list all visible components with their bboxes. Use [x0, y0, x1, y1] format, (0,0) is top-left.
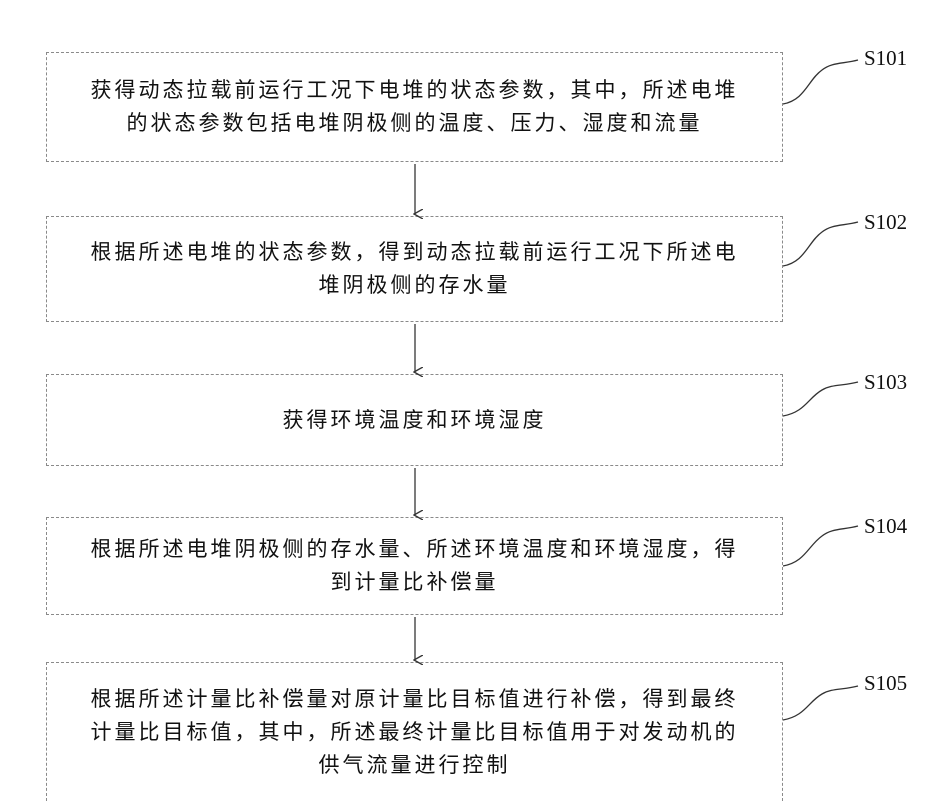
- leader-s105: [783, 686, 858, 720]
- leader-s103: [783, 382, 858, 416]
- leader-s104: [783, 526, 858, 566]
- leader-s101: [783, 60, 858, 104]
- leader-s102: [783, 222, 858, 266]
